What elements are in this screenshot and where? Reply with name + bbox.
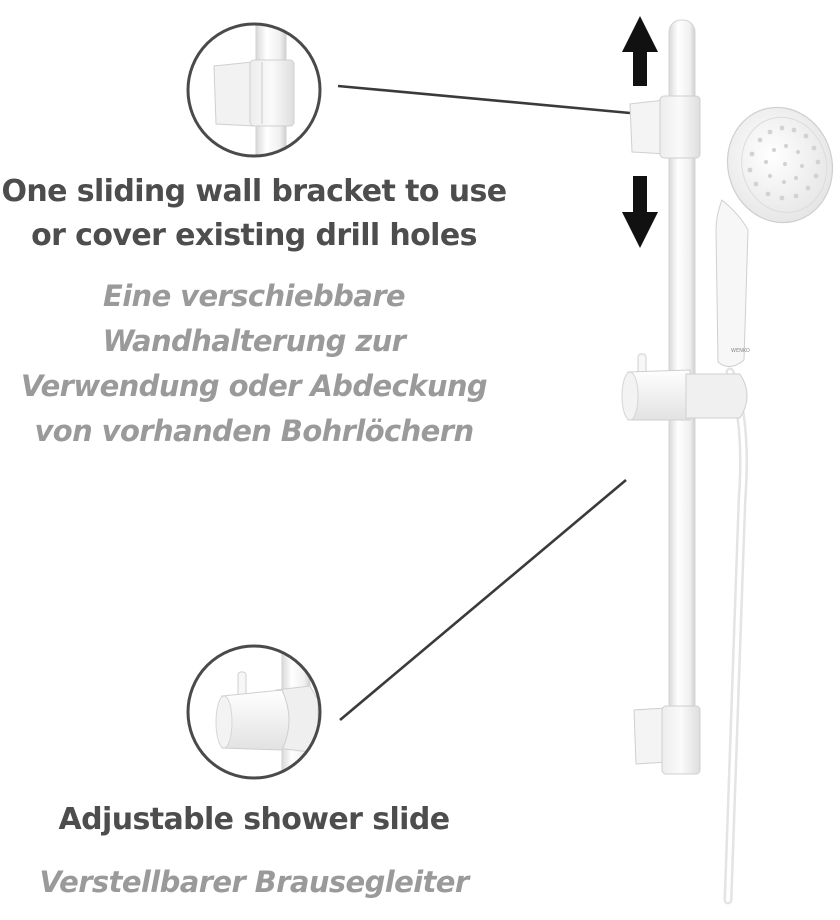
lower-wall-bracket (633, 705, 701, 775)
slide-callout: Adjustable shower slide Verstellbarer Br… (0, 798, 508, 905)
bracket-title-en-line-1: One sliding wall bracket to use (1, 174, 507, 209)
bracket-title-de-line-4: von vorhanden Bohrlöchern (34, 414, 474, 448)
shower-slide (621, 353, 748, 421)
bracket-callout: One sliding wall bracket to use or cover… (0, 170, 508, 454)
slide-title-en: Adjustable shower slide (58, 802, 451, 837)
bracket-title-en-line-2: or cover existing drill holes (31, 218, 477, 253)
bracket-leader-line (337, 84, 631, 115)
bracket-title-de-line-2: Wandhalterung zur (102, 324, 406, 358)
brand-mark: WENKO (731, 348, 750, 354)
bracket-detail-circle (186, 22, 322, 158)
bracket-title-de-line-3: Verwendung oder Abdeckung (20, 369, 488, 403)
bracket-title-de: Eine verschiebbare Wandhalterung zur Ver… (0, 274, 508, 454)
bracket-title-de-line-1: Eine verschiebbare (103, 279, 406, 313)
bracket-title-en: One sliding wall bracket to use or cover… (0, 170, 508, 258)
arrow-up-icon (622, 16, 658, 86)
spray-nozzles (747, 125, 821, 201)
upper-wall-bracket (629, 95, 701, 159)
slide-title-de: Verstellbarer Brausegleiter (39, 865, 469, 899)
arrow-down-icon (622, 176, 658, 248)
slide-detail-circle (186, 644, 322, 780)
hand-shower: WENKO (715, 106, 834, 367)
slide-leader-line (339, 479, 627, 721)
